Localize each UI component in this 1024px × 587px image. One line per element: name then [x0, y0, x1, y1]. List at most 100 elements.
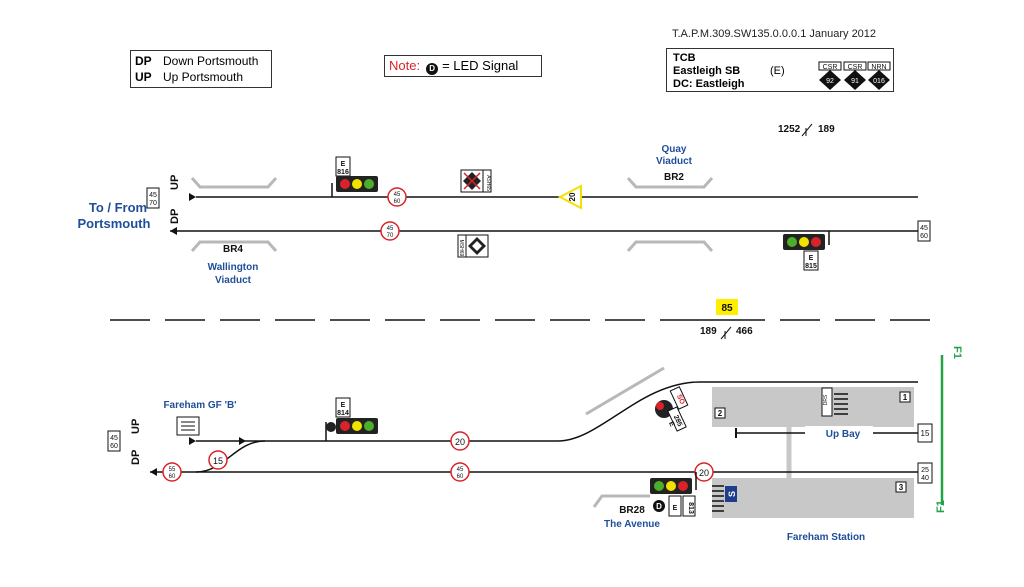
speed-sign-crossover: 15 — [208, 450, 228, 470]
dp-arrow-lower — [150, 468, 157, 476]
parapet-br4-top — [190, 177, 278, 189]
label-lower-dp_speed_mid-0: 45 — [457, 467, 464, 473]
label-header-badges-0-top: CSR — [823, 64, 838, 71]
dp-speed-box-right: 45 60 — [917, 220, 931, 242]
label-header-badges-1-top: CSR — [848, 64, 863, 71]
tcb-box-code: (E) — [770, 65, 785, 77]
direction-line2: Portsmouth — [78, 216, 151, 231]
label-lower-dp_speed_plat: 20 — [699, 468, 709, 478]
up-arrow-lower — [189, 437, 196, 445]
label-upper-board_dp: MSH69 — [458, 240, 464, 257]
mileage-top-left: 1252 — [778, 124, 801, 135]
speed-sign-platform: 20 — [694, 462, 714, 482]
parapet-br28 — [592, 494, 650, 508]
label-lower-signal_up-box_top: E — [341, 402, 346, 409]
note-text: = LED Signal — [442, 58, 519, 73]
label-upper-signal_up-box_bottom: 816 — [337, 169, 349, 176]
mileage-divider-right: 466 — [736, 326, 753, 337]
stop-board-drs: DRS — [821, 387, 848, 417]
up-speed-box-lower: 45 60 — [107, 430, 121, 452]
f1-label-bottom: F1 — [935, 500, 947, 513]
crossover — [195, 440, 266, 473]
label-lower-up_speed-0: 45 — [110, 435, 118, 442]
label-lower-bay_speed: 15 — [921, 429, 930, 438]
parapet-br2-top — [626, 177, 714, 189]
signal-e813-led: D E 813 — [650, 472, 697, 517]
label-upper-dp_speed_right-1: 60 — [920, 233, 928, 240]
badge-csr-92: CSR 92 — [818, 61, 842, 90]
tcb-box-name: Eastleigh SB — [673, 65, 741, 77]
br2-label: BR2 — [664, 172, 684, 183]
up-label-lower: UP — [130, 419, 142, 434]
label-lower-dp_speed_mid-1: 60 — [457, 474, 464, 480]
label-upper-warning: 20 — [568, 192, 577, 201]
dp-label-lower: DP — [130, 450, 142, 465]
speed-sign-dp-left: 55 60 — [162, 462, 182, 482]
label-header-badges-2-value: 016 — [873, 78, 885, 85]
wallington-line1: Wallington — [208, 262, 259, 273]
signal-e815: E 815 — [783, 231, 830, 271]
signal-e814: E 814 — [325, 397, 378, 441]
label-lower-signal_shunt-box_bottom: 285 — [672, 414, 683, 428]
label-header-badges-2-top: NRN — [871, 64, 886, 71]
label-upper-board_up: ASH65 — [485, 175, 491, 191]
fareham-station-label: Fareham Station — [787, 532, 865, 543]
br28-label: BR28 — [619, 505, 645, 516]
note-label: Note: — [389, 58, 421, 73]
speed-sign-dp-upper: 45 70 — [380, 221, 400, 241]
label-upper-signal_up-box_top: E — [341, 161, 346, 168]
label-lower-dp_speed_left-0: 55 — [169, 467, 176, 473]
ground-frame-icon — [176, 416, 200, 436]
parapet-br4-bottom — [190, 240, 278, 252]
document-reference: T.A.P.M.309.SW135.0.0.0.1 January 2012 — [672, 28, 877, 40]
led-symbol-icon: D — [426, 63, 439, 75]
signal-e285-so: SO 285 E — [655, 386, 689, 432]
platform-2-number-box — [714, 407, 726, 419]
label-lower-platforms-1: 2 — [718, 409, 723, 418]
label-lower-platforms-0: 1 — [903, 393, 908, 402]
mileage-divider-left: 189 — [700, 326, 717, 337]
direction-line1: To / From — [89, 200, 147, 215]
dp-label-upper: DP — [169, 209, 181, 224]
platform-1-number-box — [899, 391, 911, 403]
parapet-br2-bottom — [626, 240, 714, 252]
warning-triangle-20: 20 — [557, 184, 582, 210]
tcb-control: DC: Eastleigh — [673, 78, 745, 90]
platform-speed-box: 25 40 — [917, 462, 933, 484]
up-label-upper: UP — [169, 175, 181, 190]
board-msh69: MSH69 — [457, 234, 489, 258]
label-lower-signal_dp-led: D — [656, 502, 662, 511]
badge-nrn-016: NRN 016 — [867, 61, 891, 90]
signal-box-panel: TCB Eastleigh SB DC: Eastleigh (E) — [666, 48, 894, 92]
marker-85-label: 85 — [721, 303, 733, 314]
label-upper-up_speed-1: 70 — [149, 200, 157, 207]
label-upper-speed_dp_mid-1: 70 — [387, 233, 394, 239]
speed-sign-up-upper: 45 60 — [387, 187, 407, 207]
label-upper-speed_up_mid-0: 45 — [394, 192, 401, 198]
mileage-top-right: 189 — [818, 124, 835, 135]
tcb-title: TCB — [673, 52, 696, 64]
led-note: Note: D= LED Signal — [384, 55, 542, 77]
label-lower-platforms-2: 3 — [899, 483, 904, 492]
label-lower-platform_speed-1: 40 — [921, 475, 929, 482]
label-lower-signal_shunt-tag: SO — [675, 394, 686, 407]
the-avenue-label: The Avenue — [604, 519, 660, 530]
label-lower-platform_speed-0: 25 — [921, 467, 929, 474]
dp-arrow-upper — [170, 227, 177, 235]
signal-e816: E 816 — [331, 156, 378, 197]
label-upper-up_speed-0: 45 — [149, 192, 157, 199]
label-upper-speed_dp_mid-0: 45 — [387, 226, 394, 232]
platform-3-number-box — [895, 481, 907, 493]
up-track-lower — [196, 381, 918, 442]
gf-label: Fareham GF 'B' — [163, 400, 236, 411]
label-lower-up_speed_mid: 20 — [455, 437, 465, 447]
label-lower-signal_up-box_bottom: 814 — [337, 410, 349, 417]
up-bay-label: Up Bay — [826, 429, 861, 440]
label-header-badges-1-value: 91 — [851, 78, 859, 85]
speed-sign-up-lower: 20 — [450, 431, 470, 451]
marker-85 — [716, 299, 738, 315]
badge-csr-91: CSR 91 — [843, 61, 867, 90]
